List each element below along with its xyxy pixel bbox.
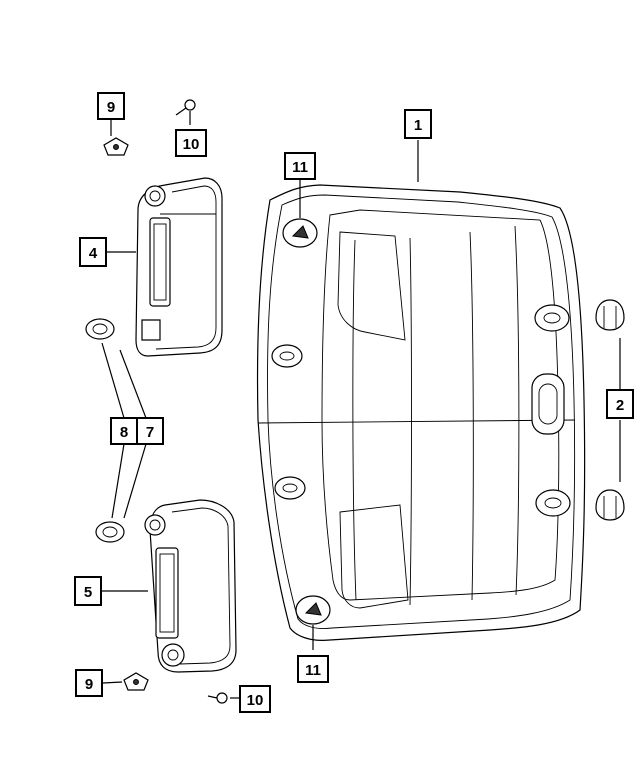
leader-lines — [101, 110, 621, 699]
callout-11-lower: 11 — [297, 655, 329, 683]
callout-8: 8 — [110, 417, 138, 445]
callout-2: 2 — [606, 389, 634, 419]
svg-text:2: 2 — [616, 397, 624, 414]
callout-4: 4 — [79, 237, 107, 267]
svg-text:1: 1 — [414, 117, 422, 134]
callout-9-lower: 9 — [75, 669, 103, 697]
svg-text:11: 11 — [305, 662, 321, 679]
headliner-panel — [256, 184, 586, 641]
sun-visor-right — [144, 499, 237, 673]
sun-visor-left — [135, 177, 223, 357]
svg-text:8: 8 — [120, 424, 128, 441]
svg-text:10: 10 — [183, 136, 200, 153]
svg-text:9: 9 — [107, 99, 115, 116]
retainer-clip-upper — [595, 299, 625, 331]
bracket-upper — [103, 137, 129, 156]
callout-1: 1 — [404, 109, 432, 139]
svg-text:7: 7 — [146, 424, 154, 441]
callout-10-upper: 10 — [175, 129, 207, 157]
screw-lower — [207, 692, 228, 704]
visor-clip-upper — [85, 318, 115, 340]
screw-upper — [175, 99, 196, 116]
visor-clip-lower — [95, 521, 125, 543]
svg-text:11: 11 — [292, 159, 308, 176]
svg-text:10: 10 — [247, 692, 264, 709]
svg-text:9: 9 — [85, 676, 93, 693]
callout-5: 5 — [74, 576, 102, 606]
callout-11-upper: 11 — [284, 152, 316, 180]
svg-text:4: 4 — [89, 245, 98, 262]
callout-7: 7 — [136, 417, 164, 445]
retainer-clip-lower — [595, 489, 625, 521]
svg-text:5: 5 — [84, 584, 92, 601]
bracket-lower — [123, 672, 149, 691]
callout-10-lower: 10 — [239, 685, 271, 713]
callout-9-upper: 9 — [97, 92, 125, 120]
